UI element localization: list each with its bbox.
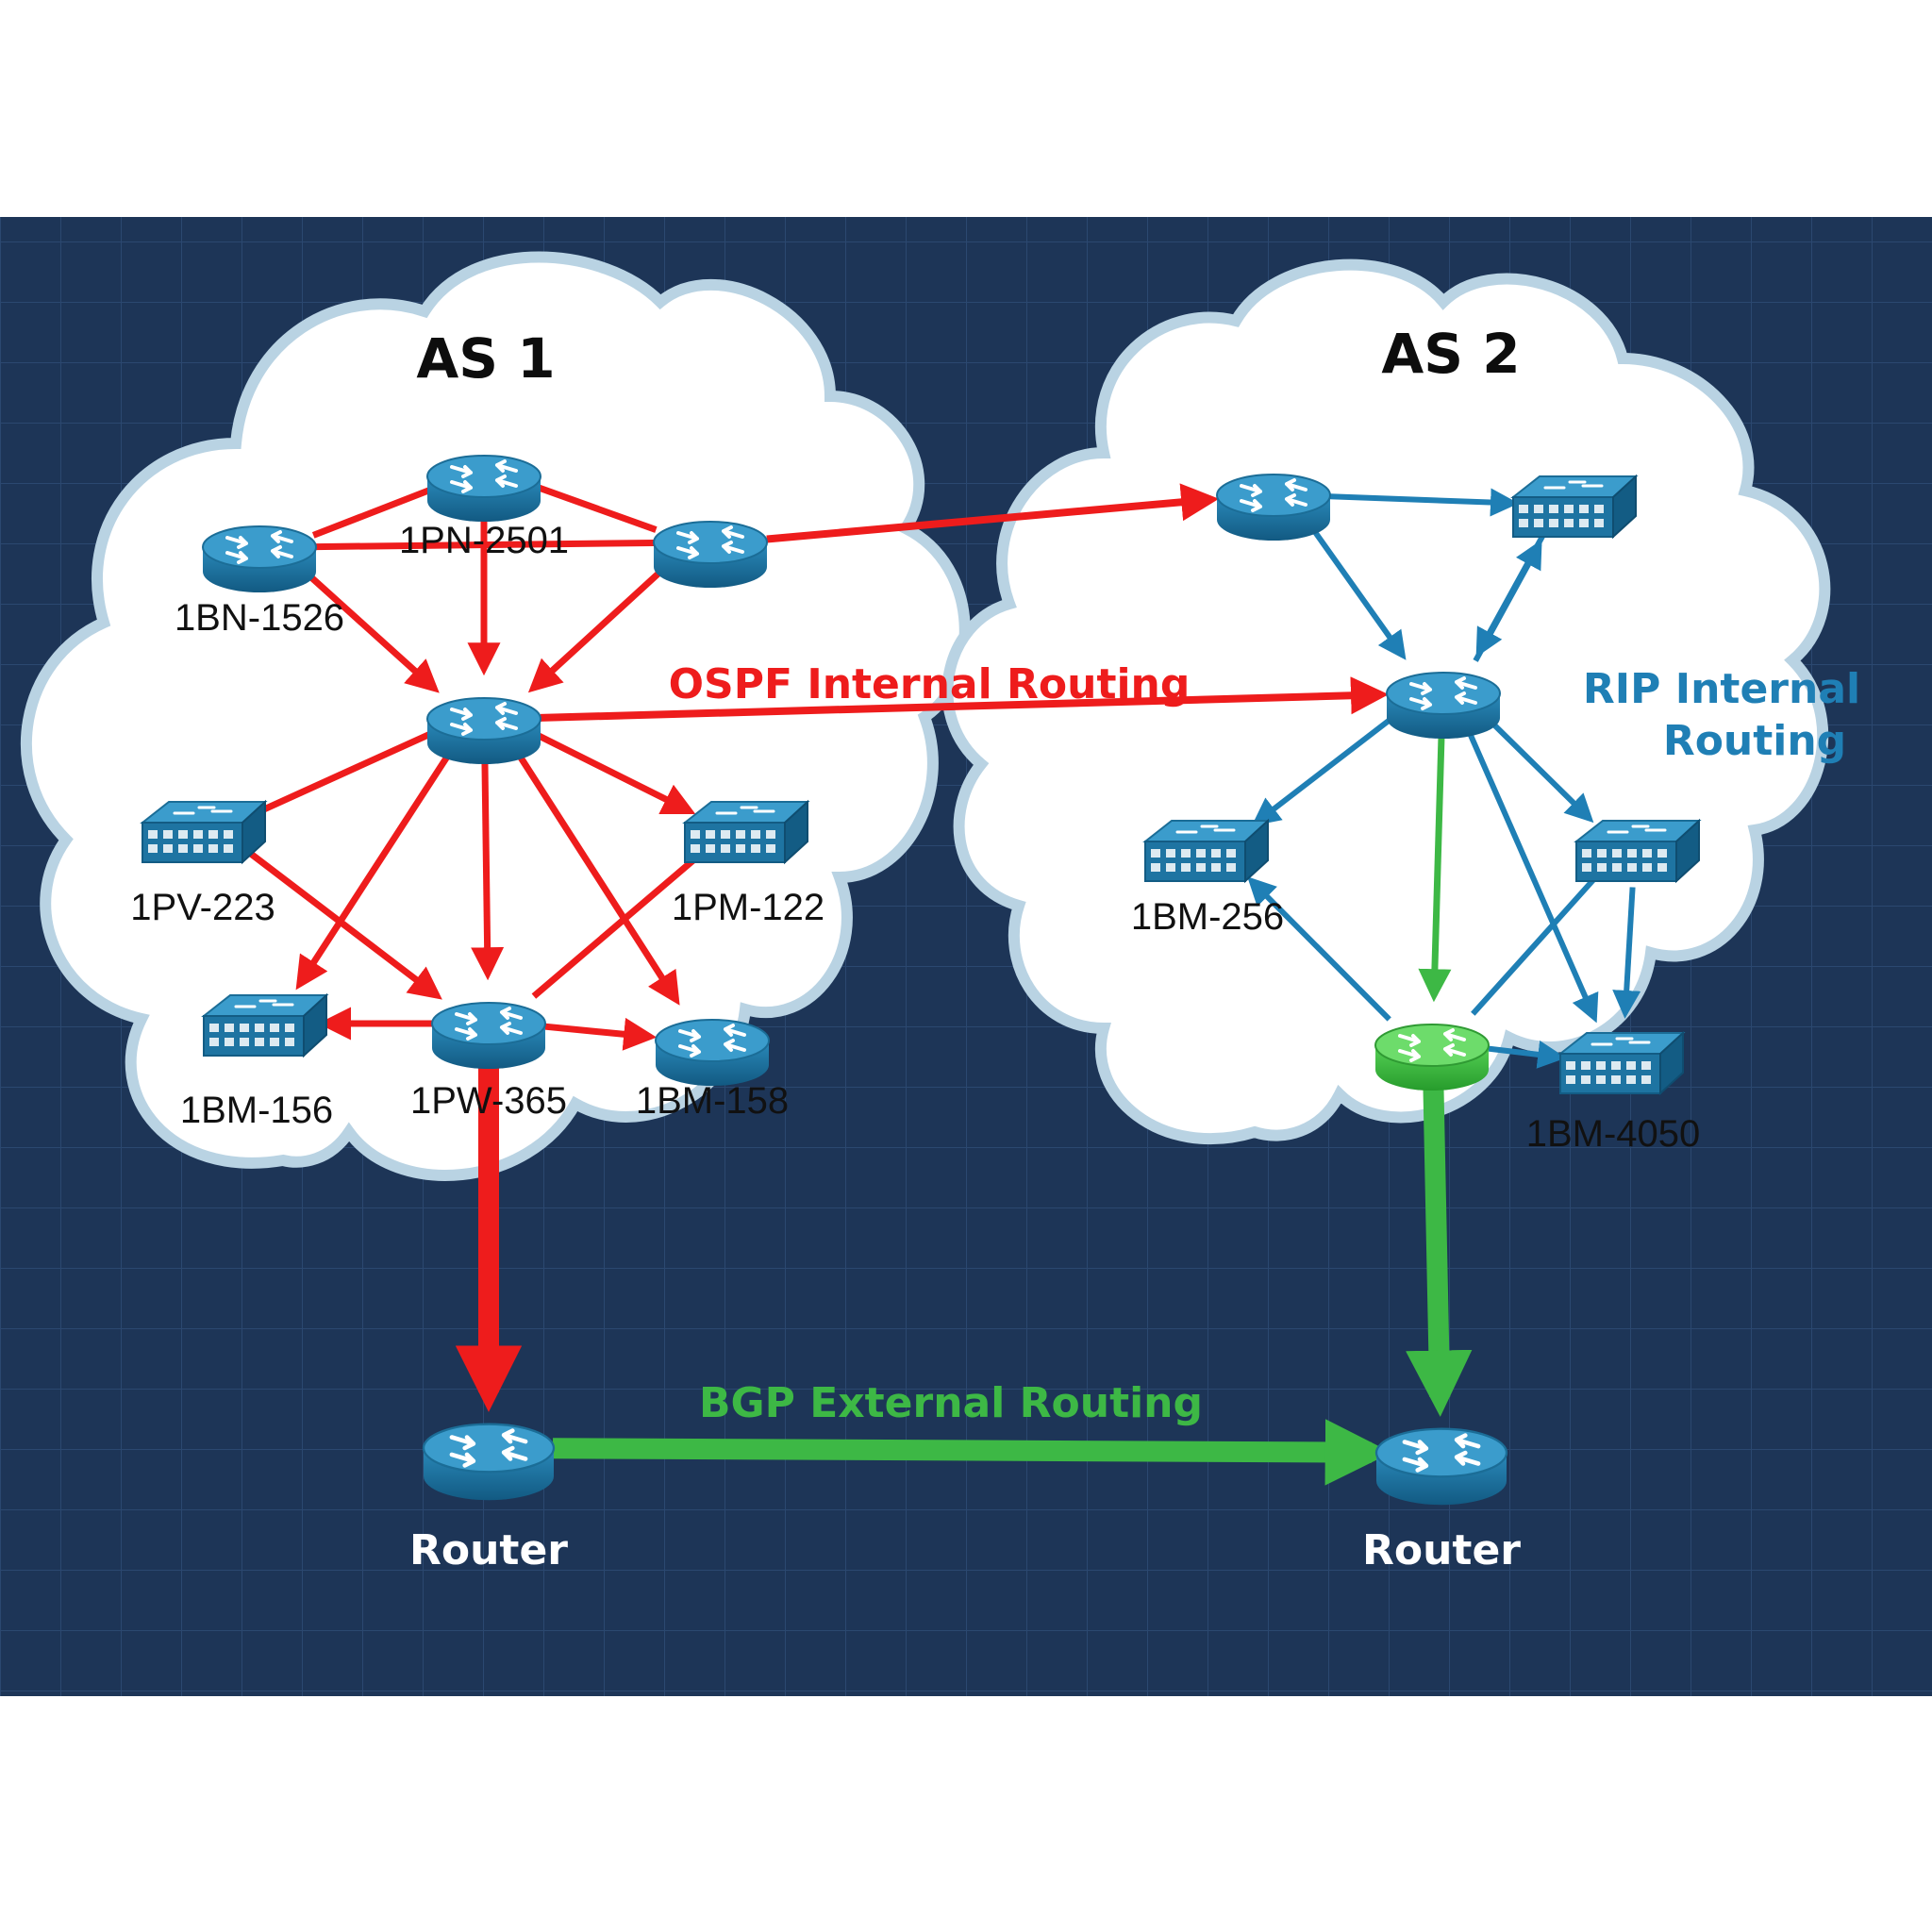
router-as2-green-icon[interactable] [1374,1024,1490,1091]
link-as2-green-to-right-router [1406,1084,1473,1417]
devices-layer [140,455,1702,1506]
label-1PV-223: 1PV-223 [130,887,275,928]
link-as1-core-to-1PV-223 [252,730,433,818]
router-as1-core-icon[interactable] [426,697,541,764]
link-left-router-to-right-router [552,1419,1392,1486]
link-1PV-223-to-1PW-365 [245,849,442,1000]
switch-1BM-256-icon[interactable] [1142,818,1271,884]
right-router-label: Router [1362,1526,1521,1574]
link-as2-top-to-as2-switch-top [1329,488,1519,517]
router-1BN-1526-icon[interactable] [202,525,317,592]
label-1BM-4050: 1BM-4050 [1526,1113,1701,1155]
rip-label-line1: RIP Internal [1583,665,1860,713]
link-as1-core-to-1PW-365 [471,758,505,981]
link-as2-top-to-as2-core [1307,524,1407,660]
link-as2-core-to-1BM-256 [1251,712,1398,826]
router-as2-core-icon[interactable] [1386,672,1501,739]
left-router-icon[interactable] [422,1423,556,1501]
link-as2-switch-mid-to-as2-green [1471,874,1600,1016]
label-1BM-256: 1BM-256 [1131,896,1284,938]
rip-label-line2: Routing [1663,717,1846,765]
as2-title: AS 2 [1381,322,1520,386]
link-as2-green-to-1BM-4050 [1488,1040,1567,1069]
link-as2-green-to-1BM-256 [1247,876,1391,1022]
link-as1-right-to-as1-core [527,564,669,693]
right-router-icon[interactable] [1374,1427,1508,1506]
switch-1BM-4050-icon[interactable] [1557,1030,1686,1096]
switch-1PM-122-icon[interactable] [682,799,810,865]
link-as2-switch-top-to-as2-core [1475,534,1545,658]
as1-title: AS 1 [416,326,555,391]
router-as2-top-icon[interactable] [1216,474,1331,541]
router-1PW-365-icon[interactable] [431,1002,546,1069]
link-1PN-2501-to-as1-right [537,484,658,533]
label-1PN-2501: 1PN-2501 [399,520,569,561]
link-as2-core-to-as2-switch-mid [1485,716,1594,824]
label-1BN-1526: 1BN-1526 [175,597,344,639]
link-1BN-1526-to-1PN-2501 [311,487,432,539]
bgp-label: BGP External Routing [699,1379,1203,1427]
link-1BN-1526-to-as1-core [302,568,440,693]
router-1BM-158-icon[interactable] [655,1019,770,1086]
left-router-label: Router [409,1526,568,1574]
label-1BM-158: 1BM-158 [636,1080,789,1122]
label-1PW-365: 1PW-365 [410,1080,567,1122]
link-1PM-122-to-1PW-365 [531,850,704,999]
label-1PM-122: 1PM-122 [672,887,824,928]
switch-1BM-156-icon[interactable] [201,992,329,1058]
link-1PW-365-to-1BM-158 [544,1017,658,1051]
link-as2-core-to-1BM-4050 [1465,727,1599,1024]
link-as2-switch-mid-to-1BM-4050 [1612,887,1641,1019]
link-as1-core-to-1BM-156 [295,749,454,991]
router-1PN-2501-icon[interactable] [426,455,541,522]
link-as1-right-to-as2-top [766,483,1220,543]
router-as1-right-icon[interactable] [653,521,768,588]
switch-1PV-223-icon[interactable] [140,799,268,865]
link-as1-core-to-as2-core [540,676,1389,722]
link-as1-core-to-1BM-158 [513,749,680,1006]
switch-as2-switch-mid-icon[interactable] [1574,818,1702,884]
ospf-label: OSPF Internal Routing [669,660,1191,708]
link-as2-core-to-as2-green [1418,732,1452,1003]
links-layer [245,483,1641,1486]
label-1BM-156: 1BM-156 [180,1090,333,1131]
link-as1-core-to-1PM-122 [534,731,696,815]
switch-as2-switch-top-icon[interactable] [1510,474,1639,540]
